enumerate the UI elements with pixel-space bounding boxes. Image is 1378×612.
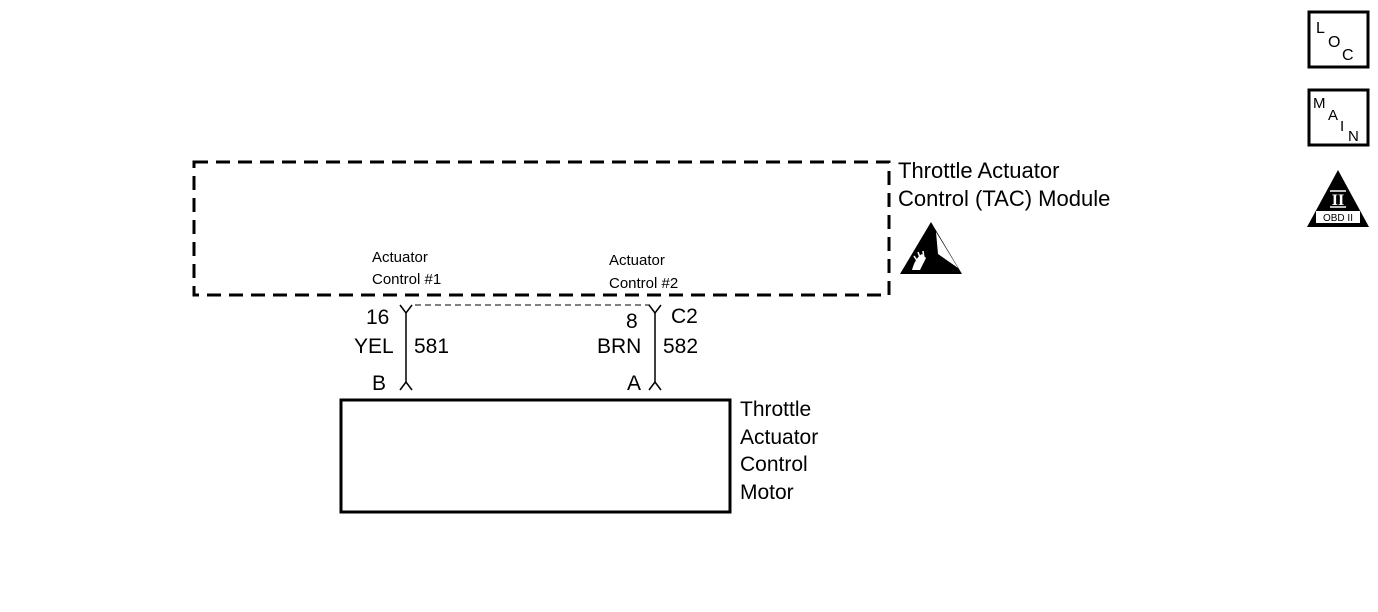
- motor-box: [339, 398, 732, 514]
- circuit-1-wire: [399, 304, 413, 391]
- obd-ii-button[interactable]: II OBD II: [1307, 170, 1369, 227]
- main-button-letter-n: N: [1348, 128, 1359, 145]
- circuit-2-terminal-label-line1: Actuator: [609, 252, 665, 269]
- loc-button-letter-c: C: [1342, 47, 1354, 64]
- main-button-letter-i: I: [1340, 118, 1344, 135]
- circuit-2-pin: 8: [626, 310, 638, 333]
- circuit-2-wire: [648, 304, 662, 391]
- circuit-1-circuit-number: 581: [414, 335, 449, 358]
- loc-button-letter-o: O: [1328, 34, 1340, 51]
- motor-name-line1: Throttle: [740, 398, 811, 421]
- esd-sensitive-hand-icon: [900, 222, 962, 274]
- motor-name-line3: Control: [740, 453, 808, 476]
- circuit-2-circuit-number: 582: [663, 335, 698, 358]
- circuit-1-terminal-label-line2: Control #1: [372, 271, 441, 288]
- tac-module-name-line2: Control (TAC) Module: [898, 186, 1110, 211]
- main-button-letter-m: M: [1313, 95, 1326, 112]
- motor-name-line2: Actuator: [740, 426, 818, 449]
- tac-module-name-line1: Throttle Actuator: [898, 158, 1059, 183]
- circuit-2-wire-color: BRN: [597, 335, 641, 358]
- obd-ii-numeral: II: [1332, 192, 1344, 209]
- circuit-1-wire-color: YEL: [354, 335, 394, 358]
- motor-name-line4: Motor: [740, 481, 794, 504]
- circuit-2-terminal-label-line2: Control #2: [609, 275, 678, 292]
- circuit-1-motor-pin: B: [372, 372, 386, 395]
- obd-ii-caption: OBD II: [1323, 213, 1353, 224]
- circuit-2-motor-pin: A: [627, 372, 641, 395]
- main-button-letter-a: A: [1328, 107, 1338, 124]
- main-button[interactable]: M A I N: [1307, 88, 1370, 147]
- tac-module-boundary: [192, 160, 891, 297]
- circuit-1-pin: 16: [366, 306, 389, 329]
- circuit-1-terminal-label-line1: Actuator: [372, 249, 428, 266]
- circuit-2-connector: C2: [671, 305, 698, 328]
- loc-button[interactable]: L O C: [1307, 10, 1370, 69]
- loc-button-letter-l: L: [1316, 20, 1325, 37]
